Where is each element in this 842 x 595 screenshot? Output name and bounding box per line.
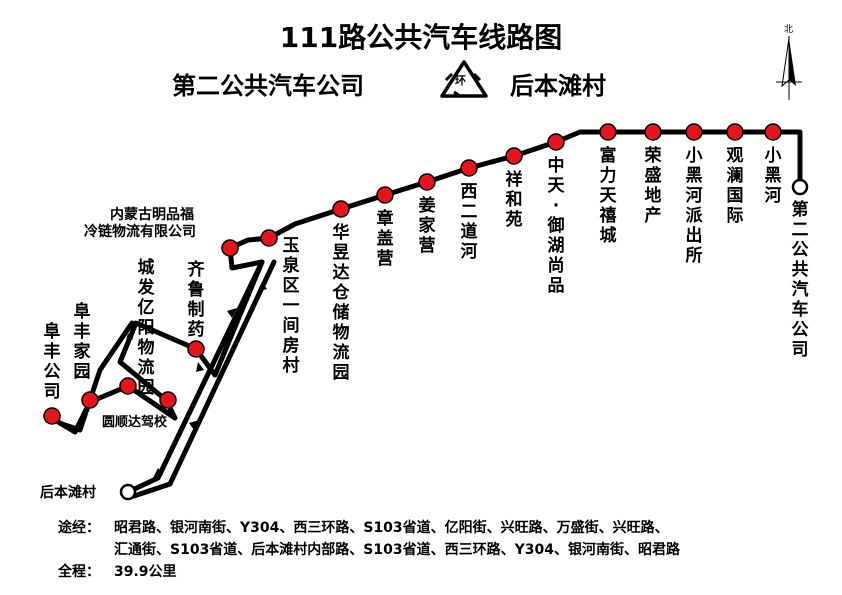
circular-route-icon: 环: [434, 58, 494, 102]
stop-marker[interactable]: [599, 123, 617, 141]
stop-label-s8: 祥和苑: [505, 170, 523, 230]
direction-arrow: [257, 282, 267, 292]
stop-label-s20: 后本滩村: [40, 485, 96, 501]
stop-label-s3: 观澜国际: [726, 146, 744, 226]
stop-marker[interactable]: [685, 123, 703, 141]
north-arrow-icon: 北: [770, 22, 810, 102]
direction-arrow: [196, 362, 204, 372]
direction-arrow: [153, 468, 163, 478]
stop-label-s7: 中天·御湖尚品: [547, 156, 565, 296]
via-roads-line1: 昭君路、银河南街、Y304、西三环路、S103省道、亿阳街、兴旺路、万盛街、兴旺…: [114, 520, 669, 536]
via-roads-line2: 汇通街、S103省道、后本滩村内部路、S103省道、西三环路、Y304、银河南街…: [114, 542, 680, 558]
stop-label-s11: 章盖营: [376, 209, 394, 269]
stop-label-s18: 阜丰家园: [73, 302, 91, 382]
stop-marker[interactable]: [505, 147, 523, 165]
stop-marker[interactable]: [547, 133, 565, 151]
direction-arrow: [227, 308, 237, 318]
stop-label-s4: 小黑河派出所: [685, 146, 703, 266]
stop-marker[interactable]: [159, 391, 177, 409]
stop-marker[interactable]: [644, 123, 662, 141]
stop-marker-terminal-end[interactable]: [119, 483, 137, 501]
stop-label-s14-line1: 内蒙古明品福: [110, 207, 194, 223]
stop-marker[interactable]: [260, 229, 278, 247]
stop-label-s17: 圆顺达驾校: [102, 415, 168, 430]
direction-arrow: [125, 333, 133, 345]
stop-marker[interactable]: [418, 173, 436, 191]
circular-route-label: 环: [455, 74, 466, 87]
stop-label-s9: 西二道河: [460, 182, 478, 262]
stop-marker[interactable]: [221, 239, 239, 257]
start-terminal-title: 第二公共汽车公司: [172, 72, 364, 100]
stop-marker[interactable]: [764, 123, 782, 141]
stop-label-s19: 阜丰公司: [43, 322, 61, 402]
length-value: 39.9公里: [114, 564, 177, 580]
stop-label-s2: 小黑河: [764, 146, 782, 206]
stop-label-s6: 富力天禧城: [599, 146, 617, 246]
stop-label-s1: 第二公共汽车公司: [791, 200, 809, 360]
stop-marker[interactable]: [187, 340, 205, 358]
stop-marker[interactable]: [332, 200, 350, 218]
stop-label-s12: 华昱达仓储物流园: [332, 223, 350, 383]
page-title: 111路公共汽车线路图: [279, 21, 563, 54]
north-label: 北: [784, 25, 794, 35]
stop-marker[interactable]: [726, 123, 744, 141]
stop-label-s10: 姜家营: [418, 196, 436, 256]
direction-arrow: [189, 420, 199, 430]
stop-label-s14-line2: 冷链物流有限公司: [84, 224, 196, 240]
stop-label-s5: 荣盛地产: [644, 146, 662, 226]
stop-marker[interactable]: [43, 407, 61, 425]
end-terminal-title: 后本滩村: [510, 72, 606, 100]
stop-marker[interactable]: [460, 159, 478, 177]
length-label: 全程：: [58, 564, 100, 580]
route-info: 途经： 昭君路、银河南街、Y304、西三环路、S103省道、亿阳街、兴旺路、万盛…: [58, 517, 680, 583]
route-line-branch-return: [131, 259, 277, 499]
stop-marker[interactable]: [119, 377, 137, 395]
stop-marker[interactable]: [376, 186, 394, 204]
route-line-branch: [125, 259, 265, 495]
stop-label-s13: 玉泉区一间房村: [282, 236, 300, 376]
stop-marker[interactable]: [81, 391, 99, 409]
stop-label-s16: 城发亿阳物流园: [137, 258, 155, 398]
via-label: 途经：: [58, 520, 100, 536]
stop-label-s15: 齐鲁制药: [187, 260, 205, 340]
stop-marker-terminal-start[interactable]: [791, 178, 809, 196]
